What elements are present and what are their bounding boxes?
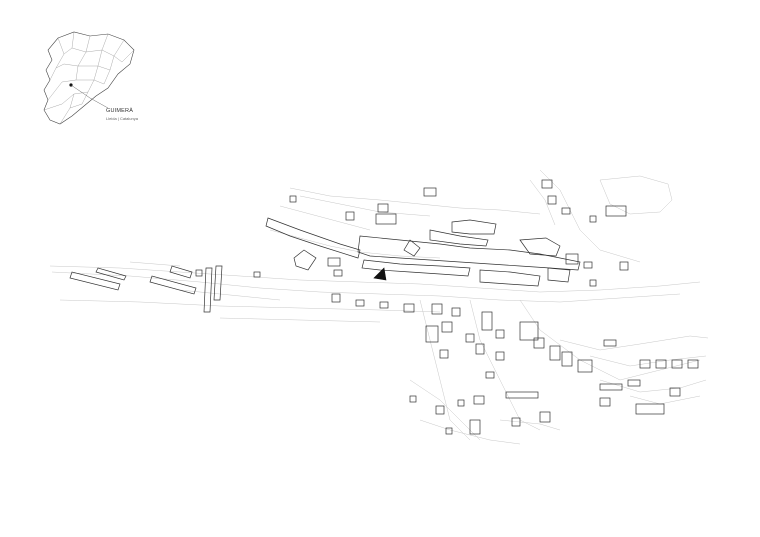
catalonia-outline <box>43 31 135 125</box>
buildings-core <box>265 179 629 313</box>
inset-subtitle: Lleida | Catalunya <box>106 116 138 121</box>
buildings-west <box>69 265 261 313</box>
street-network <box>49 169 709 445</box>
inset-title: GUIMERÀ <box>106 108 134 114</box>
buildings-south <box>409 303 699 435</box>
leader-line <box>70 84 109 109</box>
highlighted-building <box>373 267 387 281</box>
comarca-borders <box>43 31 135 125</box>
catalonia-locator-map <box>43 31 135 125</box>
